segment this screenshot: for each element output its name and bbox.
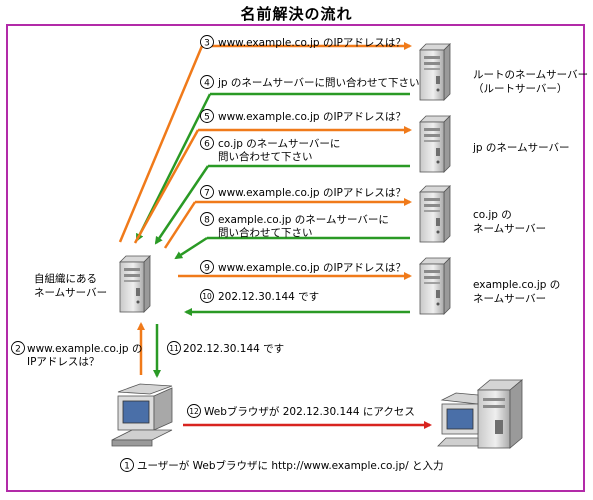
step-7-badge	[200, 185, 214, 199]
step-6-text-line2: 問い合わせて下さい	[218, 150, 313, 163]
step-11-badge	[167, 341, 181, 355]
arrow-5-diag	[133, 129, 200, 244]
step-8-text-line1: example.co.jp のネームサーバーに	[218, 214, 389, 226]
step-9-badge	[200, 260, 214, 274]
svg-text:6: 6	[204, 140, 210, 150]
example-server-label-line2: ネームサーバー	[473, 293, 546, 305]
cojp-server-label-line1: co.jp の	[473, 209, 512, 221]
step-2-badge	[11, 341, 25, 355]
svg-text:11: 11	[169, 344, 179, 353]
svg-text:3: 3	[204, 39, 210, 49]
step-6-text-line1: co.jp のネームサーバーに	[218, 138, 340, 150]
step-4-text: jp のネームサーバーに問い合わせて下さい	[217, 76, 420, 89]
step-3-text: www.example.co.jp のIPアドレスは？	[218, 37, 406, 49]
step-8-badge	[200, 212, 214, 226]
root-server-label-line1: ルートのネームサーバー	[473, 69, 588, 81]
svg-text:8: 8	[204, 216, 210, 226]
diagram-frame	[6, 24, 585, 492]
svg-text:4: 4	[204, 79, 210, 89]
step-5-badge	[200, 109, 214, 123]
svg-text:7: 7	[204, 189, 210, 199]
step-6-badge	[200, 136, 214, 150]
cojp-server-icon	[419, 185, 451, 243]
step-1-badge	[120, 458, 134, 472]
example-server-label-line1: example.co.jp の	[473, 279, 560, 291]
step-10-text: 202.12.30.144 です	[218, 291, 319, 303]
svg-text:1: 1	[124, 462, 130, 472]
svg-text:2: 2	[15, 345, 21, 355]
user-pc-icon	[111, 383, 173, 447]
step-7-text: www.example.co.jp のIPアドレスは？	[218, 187, 406, 199]
local-server-label-line1: 自組織にある	[34, 272, 97, 285]
jp-server-label: jp のネームサーバー	[472, 142, 570, 154]
svg-text:9: 9	[204, 264, 210, 274]
svg-text:5: 5	[204, 113, 210, 123]
step-2-text-line2: IPアドレスは？	[27, 356, 99, 368]
step-3-badge	[200, 35, 214, 49]
step-11-text: 202.12.30.144 です	[183, 343, 284, 355]
step-8-text-line2: 問い合わせて下さい	[218, 226, 313, 239]
web-server-pc-icon	[437, 379, 524, 449]
step-10-badge	[200, 289, 214, 303]
arrow-7-diag	[163, 201, 197, 249]
jp-server-icon	[419, 115, 451, 173]
example-server-icon	[419, 257, 451, 315]
root-server-label-line2: （ルートサーバー）	[473, 83, 567, 95]
svg-text:10: 10	[202, 292, 212, 301]
arrow-3-diag	[118, 45, 204, 243]
arrow-6-diag	[154, 165, 210, 245]
step-4-badge	[200, 75, 214, 89]
svg-text:12: 12	[189, 407, 199, 416]
step-2-text-line1: www.example.co.jp の	[27, 343, 142, 355]
step-1-text: ユーザーが Webブラウザに http://www.example.co.jp/…	[137, 459, 444, 472]
root-server-icon	[419, 43, 451, 101]
step-9-text: www.example.co.jp のIPアドレスは？	[218, 262, 406, 274]
arrow-8-diag	[174, 236, 208, 260]
step-5-text: www.example.co.jp のIPアドレスは？	[218, 111, 406, 123]
local-server-icon	[119, 255, 151, 313]
step-12-badge	[187, 404, 201, 418]
diagram-title: 名前解決の流れ	[240, 5, 353, 23]
local-server-label-line2: ネームサーバー	[34, 287, 107, 299]
cojp-server-label-line2: ネームサーバー	[473, 223, 546, 235]
step-12-text: Webブラウザが 202.12.30.144 にアクセス	[204, 405, 415, 418]
